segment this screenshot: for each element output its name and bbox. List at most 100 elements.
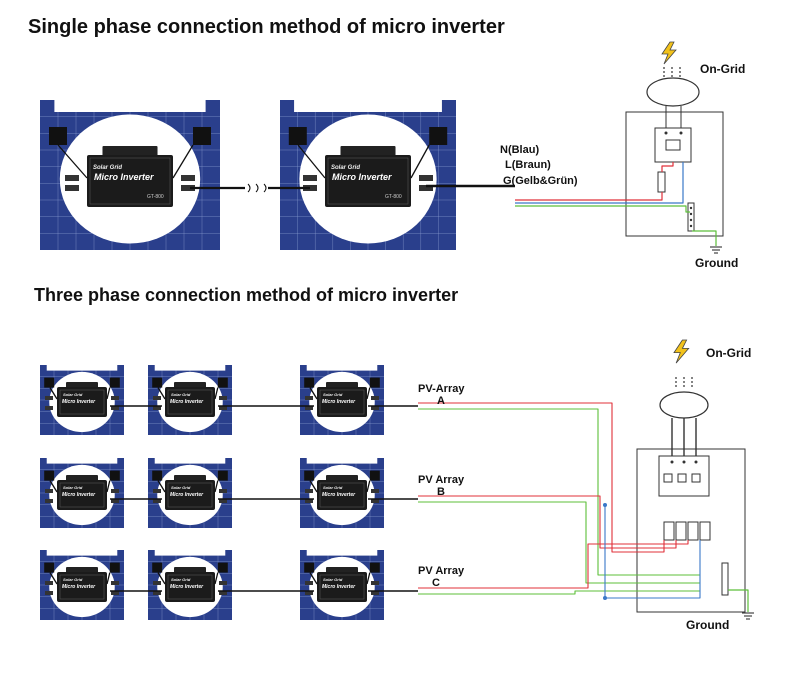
array-c-label: PV Array xyxy=(418,565,465,577)
junction-box xyxy=(429,127,448,145)
mc4-connector xyxy=(305,396,313,400)
meter-terminal xyxy=(670,460,674,464)
array-b-letter: B xyxy=(437,486,445,498)
inverter-bezel xyxy=(319,574,365,600)
ground-wire xyxy=(418,501,700,584)
lightning-bolt-icon xyxy=(673,339,690,364)
phase-wire xyxy=(418,540,689,589)
inverter-bezel xyxy=(327,157,409,205)
micro-inverter xyxy=(317,572,367,602)
mc4-connector xyxy=(45,396,53,400)
panel-top-gap xyxy=(46,365,118,371)
inverter-terminal xyxy=(326,382,358,388)
three-phase-title: Three phase connection method of micro i… xyxy=(34,285,459,305)
ground-terminal-block xyxy=(687,202,695,232)
junction-box xyxy=(304,470,315,481)
dc-lead xyxy=(49,572,58,585)
inverter-terminal xyxy=(66,382,98,388)
panel-top-gap xyxy=(154,458,226,464)
mc4-connector xyxy=(153,406,161,410)
mc4-connector xyxy=(181,175,195,181)
inverter-brand-text: Solar Grid xyxy=(323,485,343,490)
dc-lead xyxy=(157,387,166,400)
inverter-brand-text: Solar Grid xyxy=(63,485,83,490)
ground-wire xyxy=(418,408,700,576)
junction-box xyxy=(217,377,228,388)
panel-top-gap xyxy=(306,458,378,464)
micro-inverter xyxy=(165,480,215,510)
micro-inverter xyxy=(165,387,215,417)
panel-top-gap xyxy=(46,550,118,556)
single-phase-grid-label: On-Grid xyxy=(700,62,746,76)
terminal-screw xyxy=(689,212,693,216)
micro-inverter xyxy=(165,572,215,602)
wire-junction xyxy=(603,596,607,600)
inverter-brand-text: Solar Grid xyxy=(63,577,83,582)
dc-lead xyxy=(172,144,194,179)
inverter-bezel xyxy=(59,389,105,415)
meter-terminal xyxy=(694,460,698,464)
mc4-connector xyxy=(371,396,379,400)
mc4-connector xyxy=(371,591,379,595)
dc-lead xyxy=(214,480,219,493)
meter-display xyxy=(663,473,673,483)
mc4-connector xyxy=(219,406,227,410)
mc4-connector xyxy=(305,489,313,493)
inverter-terminal xyxy=(102,146,158,156)
micro-inverter xyxy=(87,155,173,207)
ground-wire xyxy=(728,589,749,612)
junction-box xyxy=(44,377,55,388)
junction-box xyxy=(152,562,163,573)
mc4-connector xyxy=(111,499,119,503)
panel-top-gap xyxy=(306,550,378,556)
junction-box xyxy=(217,562,228,573)
dc-lead xyxy=(49,480,58,493)
dc-lead xyxy=(309,387,318,400)
micro-inverter xyxy=(317,480,367,510)
mc4-connector xyxy=(153,489,161,493)
panel-top-gap xyxy=(54,100,206,112)
inverter-terminal xyxy=(340,146,396,156)
inverter-name-text: Micro Inverter xyxy=(62,492,96,498)
dc-lead xyxy=(309,572,318,585)
meter-display xyxy=(665,139,681,151)
junction-box xyxy=(369,562,380,573)
meter-terminal xyxy=(664,131,668,135)
dc-lead xyxy=(366,572,371,585)
inverter-brand-text: Solar Grid xyxy=(93,165,122,171)
inverter-name-text: Micro Inverter xyxy=(170,399,204,405)
inverter-name-text: Micro Inverter xyxy=(62,399,96,405)
mc4-connector xyxy=(153,581,161,585)
panel-top-gap xyxy=(46,458,118,464)
ground-wire xyxy=(515,205,690,213)
inverter-brand-text: Solar Grid xyxy=(323,577,343,582)
inverter-bezel xyxy=(89,157,171,205)
dc-lead xyxy=(309,480,318,493)
inverter-brand-text: Solar Grid xyxy=(331,165,360,171)
junction-box xyxy=(49,127,67,145)
inverter-bezel xyxy=(59,482,105,508)
inverter-terminal xyxy=(174,475,206,481)
dc-lead xyxy=(49,387,58,400)
mc4-connector xyxy=(371,406,379,410)
junction-box xyxy=(109,562,120,573)
mc4-connector xyxy=(111,489,119,493)
array-c-letter: C xyxy=(432,577,440,589)
inverter-name-text: Micro Inverter xyxy=(94,172,154,182)
wire-label-live: L(Braun) xyxy=(505,159,551,171)
neutral-wire xyxy=(515,162,684,204)
mc4-connector xyxy=(153,591,161,595)
terminal-screw xyxy=(689,224,693,228)
meter-terminal xyxy=(682,460,686,464)
dc-lead xyxy=(106,387,111,400)
meter-terminal xyxy=(679,131,683,135)
terminal-screw xyxy=(689,218,693,222)
panel-top-gap xyxy=(294,100,442,112)
junction-box xyxy=(44,562,55,573)
